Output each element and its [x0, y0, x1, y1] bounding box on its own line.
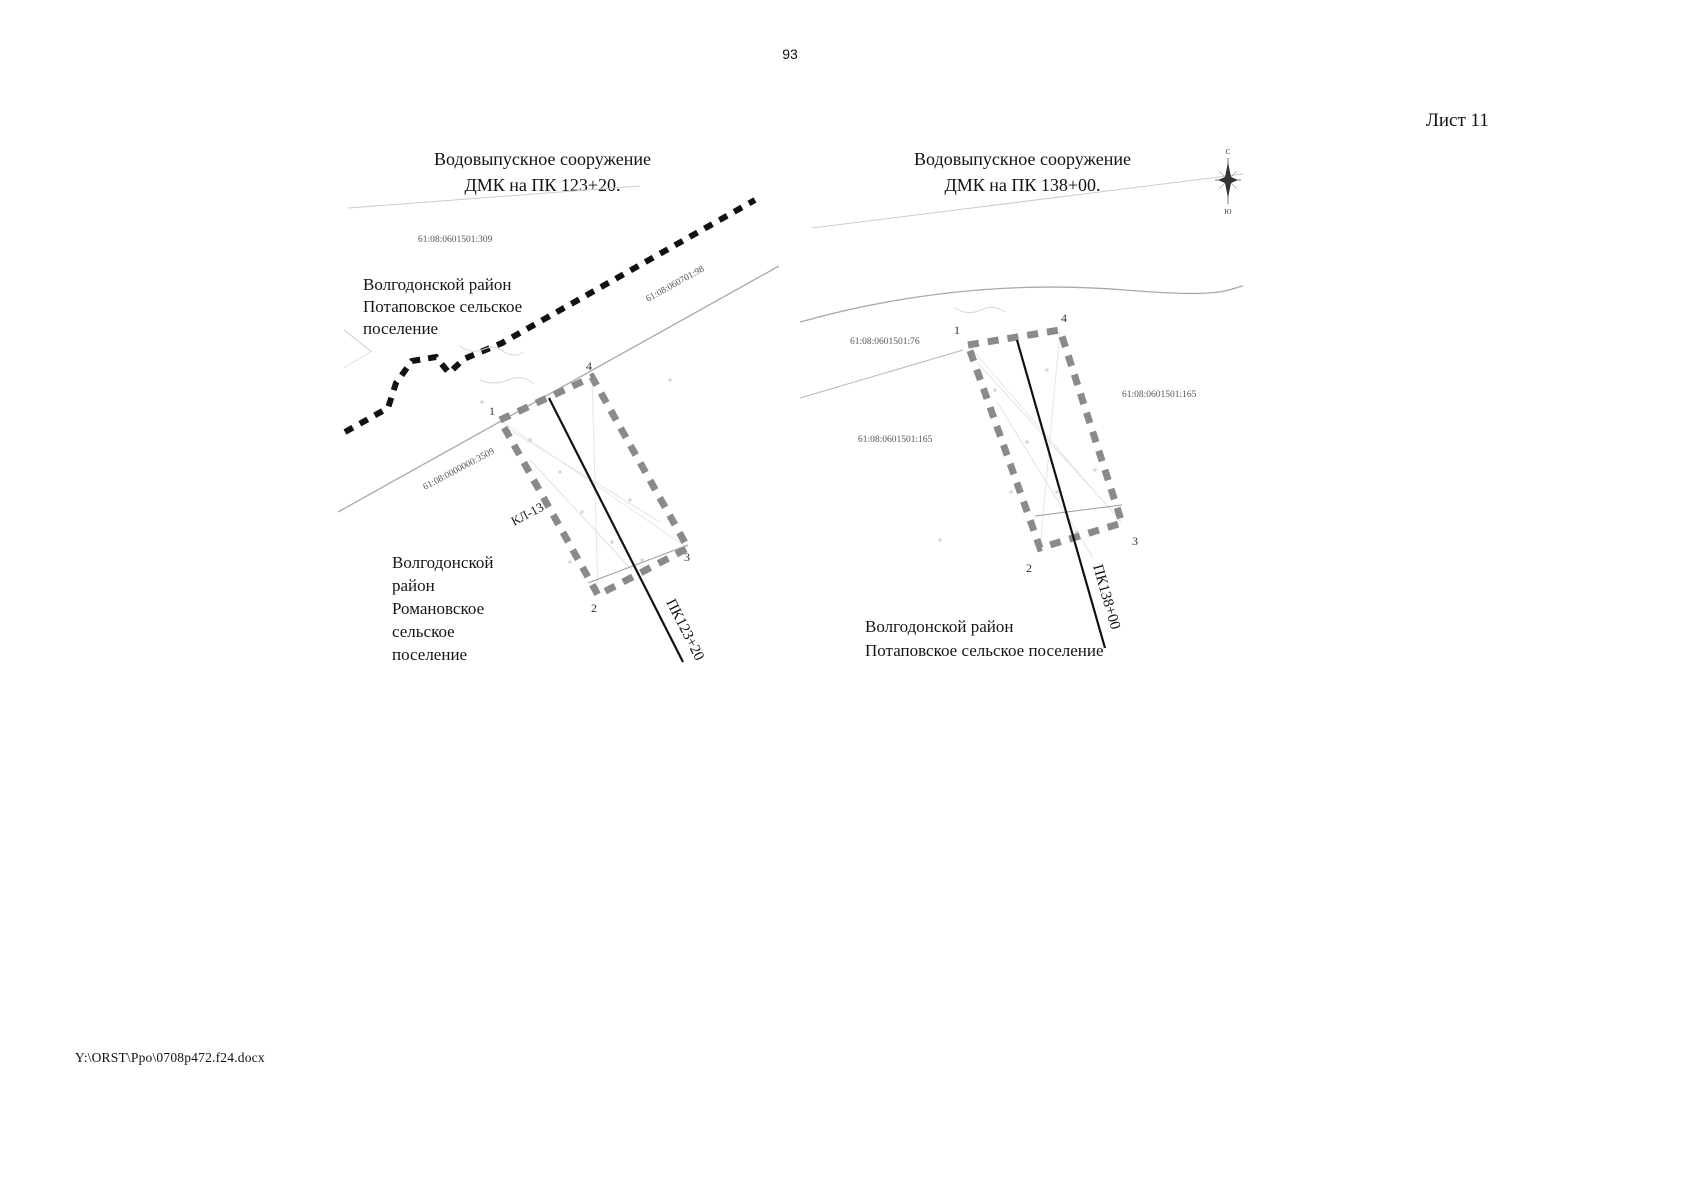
axis-line-pk123 [548, 397, 684, 663]
cadastral-label-98: 61:08:060701:98 [645, 264, 707, 304]
sketch-dot [610, 540, 614, 544]
sketch-line [499, 419, 689, 549]
region-top-line1: Волгодонской район [363, 275, 511, 294]
right-map-title: Водовыпускное сооружение ДМК на ПК 138+0… [905, 146, 1140, 198]
sketch-line [1039, 329, 1061, 549]
region-bottom-line2: Потаповское сельское поселение [865, 641, 1104, 660]
faint-survey-line [811, 173, 1244, 229]
sketch-dot [993, 388, 997, 392]
sketch-dot [580, 510, 584, 514]
axis-label-pk123: ПК123+20 [662, 597, 707, 664]
region-bottom-line5: поселение [392, 645, 467, 664]
page-number: 93 [782, 46, 798, 62]
terrain-sketch [459, 345, 689, 596]
corner-label-1: 1 [954, 323, 960, 337]
footer-file-path: Y:\ORST\Ppo\0708p472.f24.docx [75, 1050, 265, 1065]
faint-survey-line [347, 185, 641, 209]
left-map-figure: 61:08:0601501:309 61:08:060701:98 61:08:… [337, 185, 780, 664]
corner-label-3: 3 [684, 550, 690, 564]
corner-label-4: 4 [1061, 311, 1067, 325]
sketch-dot [1025, 440, 1029, 444]
cadastral-label-76: 61:08:0601501:76 [850, 337, 920, 347]
sketch-dot [1093, 468, 1097, 472]
sketch-dot [558, 470, 562, 474]
compass-star [1218, 162, 1238, 198]
sketch-dot [1055, 490, 1059, 494]
sketch-dot [568, 560, 572, 564]
compass-south-label: Ю [1224, 208, 1231, 216]
faint-survey-line [343, 329, 373, 353]
cadastral-label-165b: 61:08:0601501:165 [858, 435, 933, 445]
sketch-line [529, 459, 633, 571]
region-bottom-line2: район [392, 576, 435, 595]
parcel-inner-line [1034, 504, 1123, 517]
sketch-dot [938, 538, 942, 542]
sketch-dot [1045, 368, 1049, 372]
region-bottom-line1: Волгодонской район [865, 617, 1013, 636]
right-map-title-line1: Водовыпускное сооружение [914, 149, 1131, 169]
parcel-inner-line [587, 544, 689, 584]
cadastral-label-309: 61:08:0601501:309 [418, 235, 493, 245]
corner-label-4: 4 [586, 359, 592, 373]
compass-rose: С Ю [1215, 148, 1241, 216]
region-bottom-line3: Романовское [392, 599, 484, 618]
sketch-line [479, 377, 535, 385]
corner-label-1: 1 [489, 404, 495, 418]
boundary-dashed-line [343, 197, 757, 435]
sketch-line [591, 376, 599, 596]
region-bottom-line4: сельское [392, 622, 455, 641]
cadastral-label-165a: 61:08:0601501:165 [1122, 390, 1197, 400]
sketch-dot [628, 498, 632, 502]
faint-survey-line [343, 351, 371, 369]
cable-label-kl13: КЛ-13 [508, 499, 546, 529]
corner-label-2: 2 [1026, 561, 1032, 575]
region-bottom-line1: Волгодонской [392, 553, 493, 572]
sketch-line [459, 345, 525, 356]
canal-line [799, 285, 1244, 323]
right-map-figure: 61:08:0601501:76 61:08:0601501:165 61:08… [799, 148, 1244, 660]
sketch-dot [1009, 490, 1013, 494]
region-top-line2: Потаповское сельское [363, 297, 522, 316]
sketch-dot [528, 438, 532, 442]
sketch-line [954, 306, 1006, 314]
corner-label-3: 3 [1132, 534, 1138, 548]
corner-label-2: 2 [591, 601, 597, 615]
sketch-line [509, 429, 661, 523]
sketch-dot [640, 558, 644, 562]
axis-label-pk138: ПК138+00 [1089, 563, 1123, 632]
right-map-title-line2: ДМК на ПК 138+00. [944, 175, 1101, 196]
compass-north-label: С [1226, 148, 1231, 156]
left-map-title-line1: Водовыпускное сооружение [434, 149, 651, 169]
sketch-dot [668, 378, 672, 382]
cadastral-label-3509: 61:08:0000000:3509 [422, 447, 497, 493]
canal-branch-line [799, 349, 964, 399]
axis-line-pk138 [1015, 339, 1107, 649]
parcel-outline-pk123 [495, 372, 693, 600]
sheet-label: Лист 11 [1426, 110, 1489, 131]
sketch-dot [480, 400, 484, 404]
region-top-line3: поселение [363, 319, 438, 338]
parcel-outline-pk138 [963, 326, 1127, 553]
